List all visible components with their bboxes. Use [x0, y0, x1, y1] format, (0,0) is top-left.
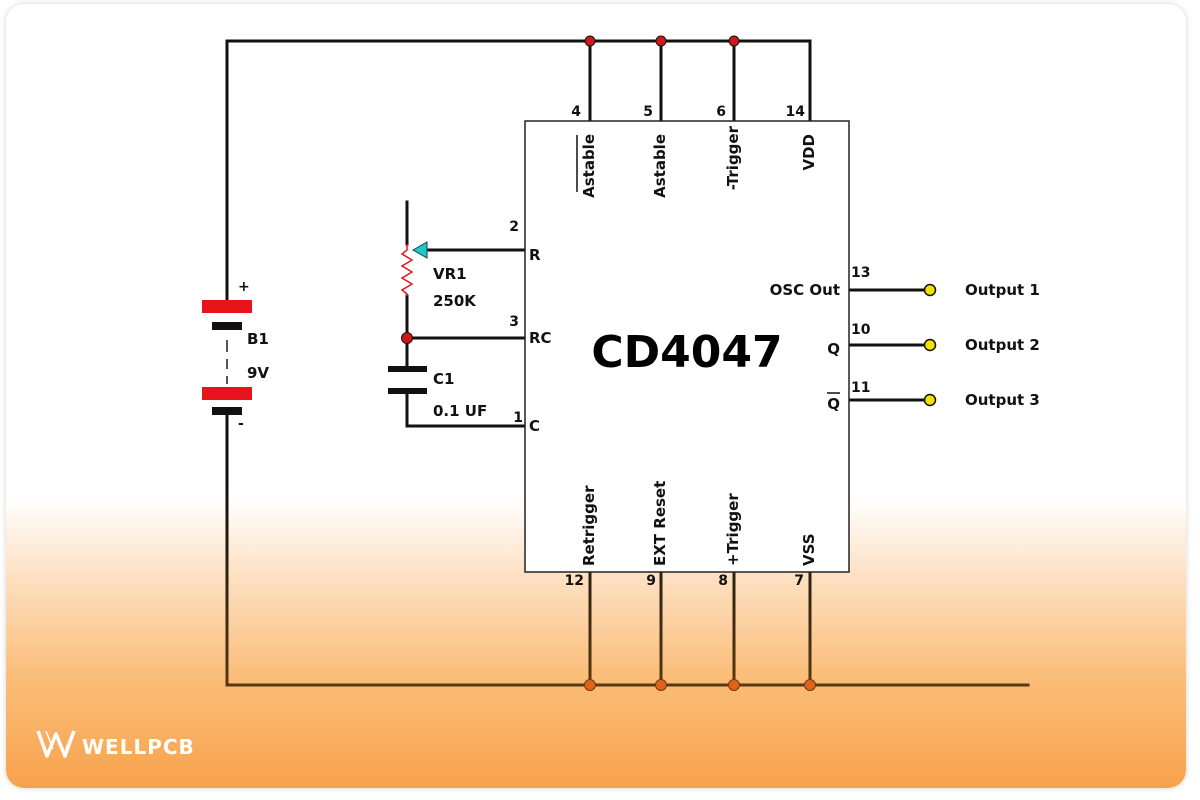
pin9-number: 9	[646, 573, 656, 589]
capacitor-value: 0.1 UF	[433, 402, 487, 420]
capacitor-plate-top	[388, 366, 427, 372]
capacitor-name: C1	[433, 370, 454, 388]
junction-bottom-pin12	[584, 679, 596, 691]
pin1-label: C	[529, 417, 540, 435]
junction-rc	[401, 332, 413, 344]
junction-top-pin4	[584, 35, 596, 47]
battery-symbol	[202, 300, 252, 415]
output1-label: Output 1	[965, 281, 1040, 299]
output3-label: Output 3	[965, 391, 1040, 409]
pin6-label: -Trigger	[724, 125, 742, 190]
output2-terminal	[923, 338, 937, 352]
pin11-label: Q	[827, 395, 840, 413]
pin14-label: VDD	[800, 134, 818, 171]
battery-cell2-negative	[212, 407, 242, 415]
battery-name: B1	[247, 330, 269, 348]
schematic-card: CD4047 Astable Astable -Trigger VDD 4 5 …	[6, 4, 1186, 788]
logo-mark-inner	[45, 730, 74, 750]
battery-minus-sign: -	[238, 416, 244, 432]
pin7-number: 7	[794, 573, 804, 589]
pin14-number: 14	[786, 104, 806, 120]
junction-bottom-pin7	[804, 679, 816, 691]
logo-text: WELLPCB	[82, 735, 195, 759]
output1-terminal	[923, 283, 937, 297]
pin4-label: Astable	[580, 134, 598, 198]
wellpcb-logo: WELLPCB	[36, 730, 195, 759]
output2-label: Output 2	[965, 336, 1040, 354]
pin13-number: 13	[851, 265, 870, 281]
battery-plus-sign: +	[238, 279, 250, 295]
junction-top-pin6	[728, 35, 740, 47]
pin9-label: EXT Reset	[651, 481, 669, 566]
pin13-label: OSC Out	[770, 281, 840, 299]
pin10-number: 10	[851, 322, 871, 338]
ic-body	[524, 120, 850, 573]
pin5-number: 5	[643, 104, 653, 120]
pot-name: VR1	[433, 265, 467, 283]
pin10-label: Q	[827, 340, 840, 358]
pin1-wire	[405, 392, 527, 428]
potentiometer-symbol	[400, 241, 428, 296]
pin8-label: +Trigger	[724, 493, 742, 566]
output3-terminal	[923, 393, 937, 407]
ic-name: CD4047	[591, 327, 782, 378]
battery-cell1-positive	[202, 300, 252, 313]
pin11-number: 11	[851, 380, 870, 396]
battery-value: 9V	[247, 364, 269, 382]
resistor-zigzag	[400, 244, 414, 296]
pin7-label: VSS	[800, 533, 818, 566]
pin3-label: RC	[529, 329, 552, 347]
pin2-number: 2	[509, 219, 519, 235]
pin1-number: 1	[513, 410, 523, 426]
pin6-number: 6	[716, 104, 726, 120]
pin3-number: 3	[509, 314, 519, 330]
pot-value: 250K	[433, 292, 477, 310]
battery-cell2-positive	[202, 387, 252, 400]
capacitor-plate-bottom	[388, 388, 427, 394]
battery-cell1-negative	[212, 322, 242, 330]
pin4-number: 4	[571, 104, 581, 120]
junction-bottom-pin8	[728, 679, 740, 691]
pin2-label: R	[529, 246, 541, 264]
pin12-label: Retrigger	[580, 485, 598, 566]
wiper-arrow-icon	[411, 241, 428, 259]
junction-bottom-pin9	[655, 679, 667, 691]
logo-mark-icon	[36, 730, 76, 758]
circuit-schematic: CD4047 Astable Astable -Trigger VDD 4 5 …	[36, 35, 1040, 759]
junction-top-pin5	[655, 35, 667, 47]
wires	[225, 39, 1030, 687]
pin5-label: Astable	[651, 134, 669, 198]
pin8-number: 8	[718, 573, 728, 589]
pin12-number: 12	[565, 573, 584, 589]
